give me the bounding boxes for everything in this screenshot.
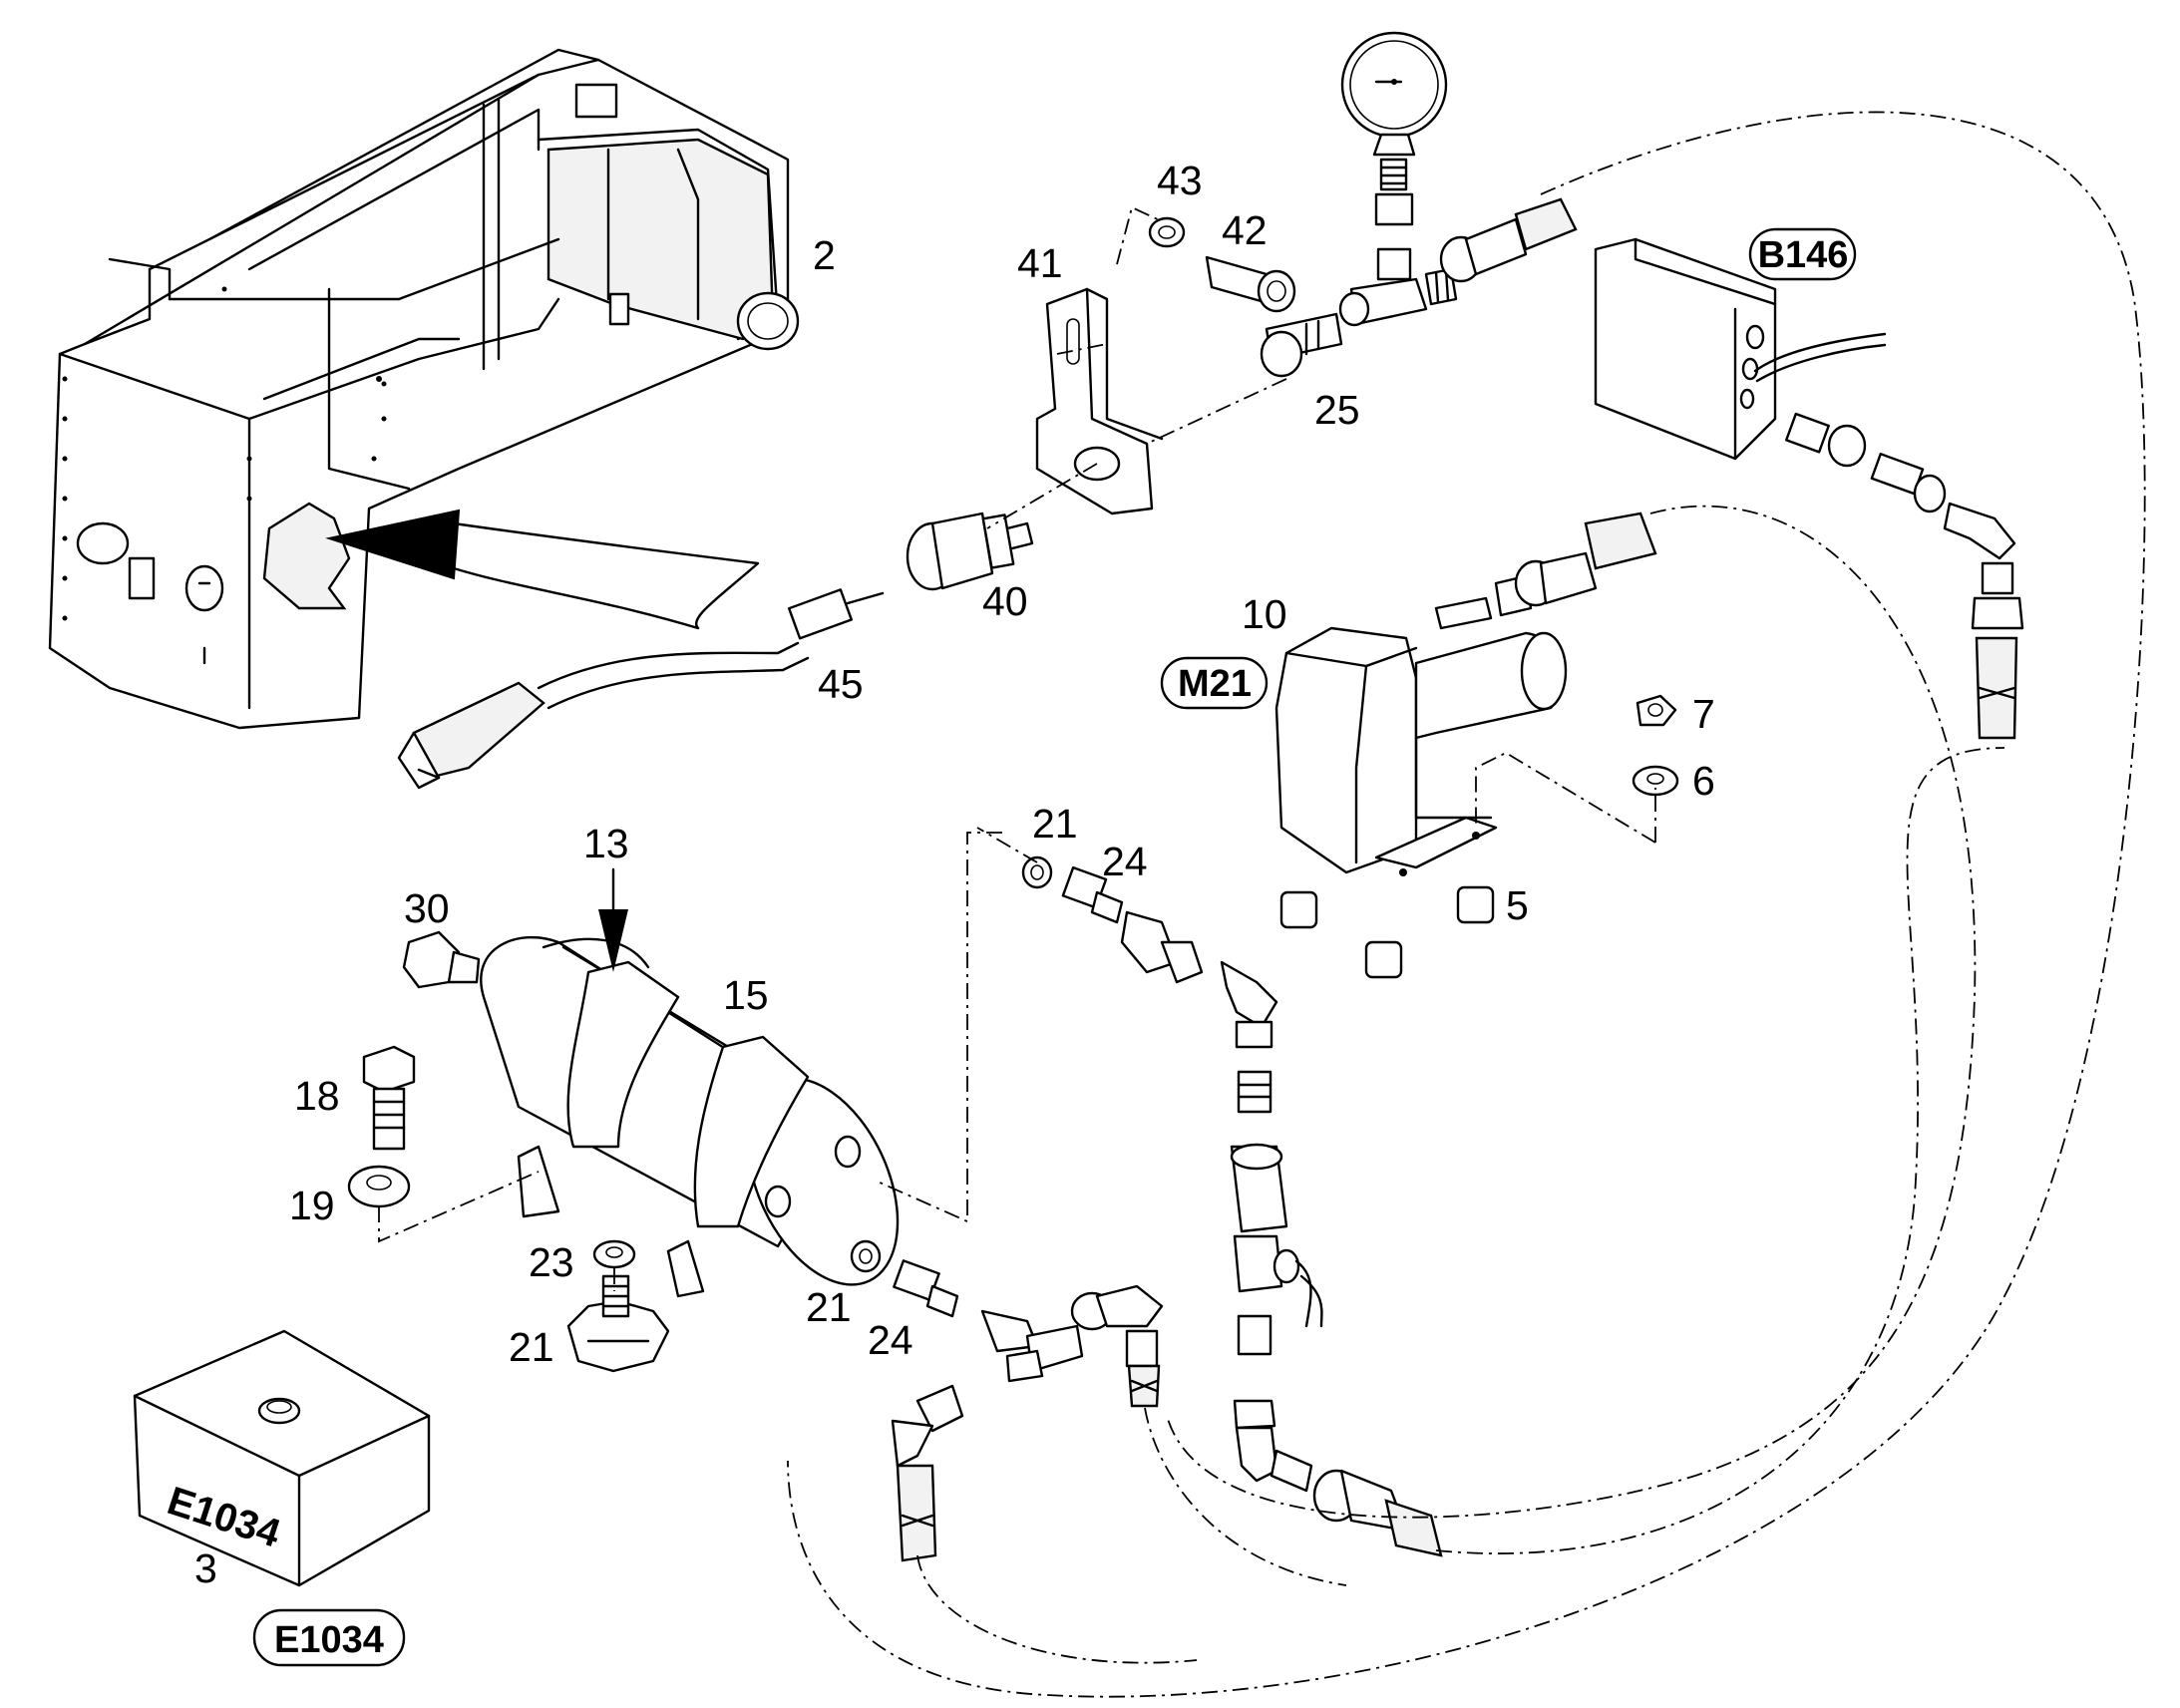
bolt-42 xyxy=(1205,255,1296,313)
part-7: 7 xyxy=(1692,691,1715,737)
location-arrow xyxy=(325,509,760,630)
tank-15 xyxy=(480,935,900,1298)
washer-43 xyxy=(1148,216,1186,248)
washer-23 xyxy=(592,1239,636,1269)
bracket-41 xyxy=(1035,287,1164,515)
sensor-box-b146 xyxy=(1594,237,1887,461)
tag-b146: B146 xyxy=(1758,234,1849,276)
machine-housing xyxy=(48,48,800,730)
part-41: 41 xyxy=(1017,240,1063,286)
sensor-fittings xyxy=(1785,412,2024,740)
part-40: 40 xyxy=(982,578,1028,624)
lower-tee-fittings xyxy=(891,1284,1164,1562)
part-3: 3 xyxy=(194,1545,217,1591)
washer-19 xyxy=(347,1165,411,1208)
part-6: 6 xyxy=(1692,758,1715,804)
part-15: 15 xyxy=(723,972,769,1018)
part-42: 42 xyxy=(1222,207,1268,253)
hose-fitting-upper xyxy=(1439,197,1578,283)
leader-lines xyxy=(378,205,1656,1291)
drain-knob-21 xyxy=(566,1274,670,1373)
part-45: 45 xyxy=(818,661,864,707)
tag-m21: M21 xyxy=(1178,663,1252,705)
tag-e1034: E1034 xyxy=(274,1619,384,1661)
tag-b146-frame xyxy=(1748,227,1857,281)
washer-6 xyxy=(1632,765,1679,797)
fitting-24-upper xyxy=(1061,865,1278,1049)
mount-bolt-30 xyxy=(402,930,481,989)
part-2: 2 xyxy=(813,232,836,278)
washer-21-upper xyxy=(1021,855,1053,889)
part-21-knob: 21 xyxy=(509,1324,554,1370)
arrow-13 xyxy=(598,867,628,972)
tag-m21-frame xyxy=(1160,656,1269,710)
pump-m21 xyxy=(1274,626,1568,979)
bolt-18 xyxy=(362,1045,416,1151)
washer-21-lower xyxy=(850,1239,882,1273)
hose-paths xyxy=(787,111,2146,1698)
part-13: 13 xyxy=(583,821,629,866)
part-24-upper: 24 xyxy=(1102,839,1148,884)
part-21-lower: 21 xyxy=(806,1284,852,1330)
part-19: 19 xyxy=(289,1183,335,1228)
part-21-upper: 21 xyxy=(1032,801,1078,847)
part-5: 5 xyxy=(1506,882,1529,928)
part-23: 23 xyxy=(529,1239,574,1285)
part-43: 43 xyxy=(1157,158,1203,203)
part-30: 30 xyxy=(404,885,450,931)
pressure-gauge xyxy=(1340,31,1448,281)
pump-fittings xyxy=(1434,512,1657,630)
nut-7 xyxy=(1635,694,1677,727)
hose-45 xyxy=(397,588,885,790)
fitting-40 xyxy=(906,512,1034,591)
control-box-e1034 xyxy=(133,1329,431,1587)
part-18: 18 xyxy=(294,1073,340,1119)
vertical-line-fittings xyxy=(1230,1070,1443,1557)
tag-e1034-frame xyxy=(252,1608,406,1667)
part-10: 10 xyxy=(1242,591,1287,637)
fitting-24-lower xyxy=(893,1259,959,1318)
part-25: 25 xyxy=(1314,387,1360,433)
part-24-lower: 24 xyxy=(868,1317,913,1363)
